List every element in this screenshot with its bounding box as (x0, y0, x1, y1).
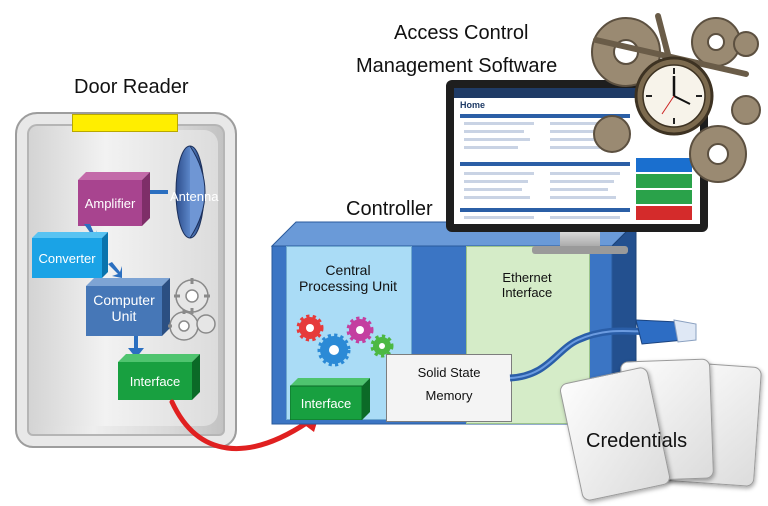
controller-interface-label: Interface (300, 395, 352, 411)
cpu-label-line1: Central (325, 262, 371, 278)
gears-icon (168, 278, 216, 341)
antenna-label: Antenna (170, 189, 219, 204)
cpu-label: Central Processing Unit (286, 262, 410, 294)
computer-unit-cube-shape (86, 278, 170, 336)
cpu-gears-icon (296, 314, 394, 367)
converter-to-computer-arrow (108, 262, 122, 278)
ethernet-label: Ethernet Interface (466, 270, 588, 300)
computer-unit-label: Computer Unit (86, 292, 162, 324)
amplifier-block: Amplifier (78, 172, 150, 226)
controller-interface-block: Interface (290, 378, 370, 420)
amplifier-label: Amplifier (84, 195, 136, 211)
controller-title: Controller (346, 198, 433, 220)
amplifier-cube-shape (78, 172, 150, 226)
ethernet-label-line2: Interface (501, 285, 553, 300)
credentials-label: Credentials (586, 430, 688, 452)
ethernet-cable-icon (509, 319, 697, 382)
monitor-stand-neck (560, 232, 600, 248)
software-title-line1: Access Control (394, 22, 529, 44)
reader-interface-cube-shape (118, 354, 200, 400)
converter-block: Converter (32, 232, 108, 278)
antenna-dish (175, 145, 206, 239)
screen-header: Home (460, 100, 486, 110)
monitor-stand-base (532, 246, 628, 254)
reader-interface-block: Interface (118, 354, 200, 400)
ethernet-label-line1: Ethernet (502, 270, 552, 285)
door-reader-led (72, 114, 178, 132)
cpu-label-line2: Processing Unit (298, 278, 398, 294)
computer-to-interface-arrow (128, 336, 144, 358)
computer-unit-block: Computer Unit (86, 278, 170, 336)
reader-interface-label: Interface (129, 373, 181, 389)
screen-content (460, 114, 692, 220)
door-reader-title: Door Reader (74, 76, 189, 98)
computer-unit-label-line1: Computer (93, 292, 155, 308)
software-title-line2: Management Software (356, 55, 558, 77)
memory-label-line2: Memory (425, 388, 473, 403)
memory-box: Solid State Memory (386, 354, 512, 422)
clock-gears-icon (591, 13, 761, 183)
screen-topbar (454, 88, 700, 98)
controller-interface-cube-shape (290, 378, 370, 420)
memory-label-line1: Solid State (417, 365, 481, 380)
software-screen: Home (454, 88, 700, 224)
converter-cube-shape (32, 232, 108, 278)
computer-unit-label-line2: Unit (111, 308, 137, 324)
converter-label: Converter (38, 250, 96, 266)
